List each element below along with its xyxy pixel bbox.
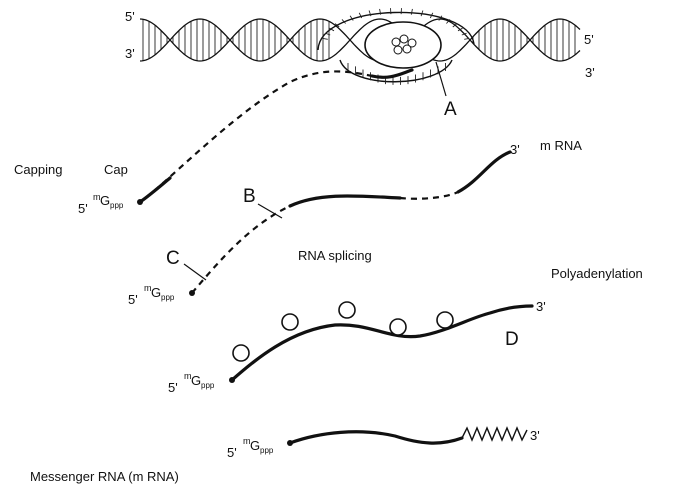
cap1-5prime: 5' xyxy=(78,201,88,216)
bubble-base xyxy=(323,38,328,39)
polyadenylation-strand xyxy=(229,306,532,383)
cap2-5prime: 5' xyxy=(128,292,138,307)
dna-right-3prime: 3' xyxy=(585,65,595,80)
ribosome-icon xyxy=(390,319,406,335)
label-B: B xyxy=(243,186,256,207)
rna-polymerase xyxy=(365,22,441,68)
pre-mrna-strand xyxy=(189,152,510,296)
dna-right-5prime: 5' xyxy=(584,32,594,47)
label-C-pointer xyxy=(184,264,206,280)
ribosome-icon xyxy=(339,302,355,318)
label-cap: Cap xyxy=(104,162,128,177)
label-C: C xyxy=(166,248,180,269)
poly-3prime-end: 3' xyxy=(536,299,546,314)
ribosome-icon xyxy=(282,314,298,330)
label-messenger-rna: Messenger RNA (m RNA) xyxy=(30,469,179,484)
cap3-guanine: G xyxy=(191,373,201,388)
label-D: D xyxy=(505,329,519,350)
cap1-guanine: G xyxy=(100,193,110,208)
cap2-guanine: G xyxy=(151,285,161,300)
label-mrna: m RNA xyxy=(540,138,582,153)
nascent-transcript xyxy=(137,70,412,205)
strand-3prime-end: 3' xyxy=(510,142,520,157)
cap4-5prime: 5' xyxy=(227,445,237,460)
bubble-base xyxy=(325,33,330,35)
label-B-pointer xyxy=(258,204,282,218)
label-rna-splicing: RNA splicing xyxy=(298,248,372,263)
mature-mrna xyxy=(287,428,527,446)
cap4-guanine: G xyxy=(250,438,260,453)
bubble-base xyxy=(411,9,412,15)
cap3-triphosphate: ppp xyxy=(201,381,215,390)
dna-strand-top xyxy=(140,19,580,61)
cap3-5prime: 5' xyxy=(168,380,178,395)
label-A: A xyxy=(444,99,457,120)
ribosome-icon xyxy=(437,312,453,328)
dna-strand-bottom xyxy=(140,19,580,61)
final-3prime-end: 3' xyxy=(530,428,540,443)
label-capping: Capping xyxy=(14,162,62,177)
poly-a-tail xyxy=(462,428,527,440)
dna-left-3prime: 3' xyxy=(125,46,135,61)
base-pair-rungs xyxy=(143,19,575,60)
dna-double-helix: 5' 3' 5' 3' xyxy=(125,9,595,80)
ribosome-icon xyxy=(233,345,249,361)
cap4-triphosphate: ppp xyxy=(260,446,274,455)
cap1-triphosphate: ppp xyxy=(110,201,124,210)
cap2-triphosphate: ppp xyxy=(161,293,175,302)
label-polyadenylation: Polyadenylation xyxy=(551,266,643,281)
label-A-pointer xyxy=(436,62,446,96)
dna-left-5prime: 5' xyxy=(125,9,135,24)
